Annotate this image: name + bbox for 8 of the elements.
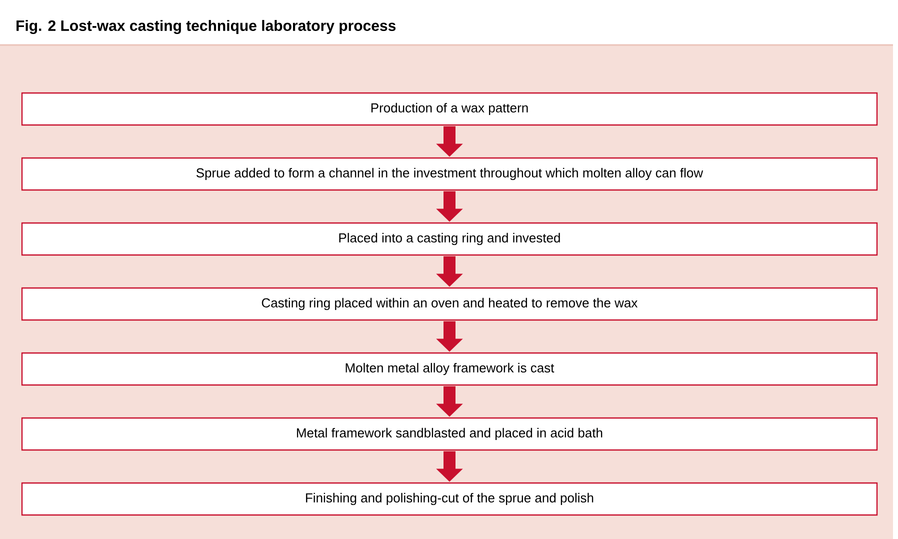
figure-title: Fig. 2 Lost-wax casting technique laboratory process [16, 20, 396, 34]
process-box: Metal framework sandblasted and placed in acid bath [21, 417, 878, 451]
process-box: Finishing and polishing-cut of the sprue and polish [21, 482, 878, 516]
process-box: Sprue added to form a channel in the investment throughout which molten alloy can flow [21, 157, 878, 191]
process-box: Placed into a casting ring and invested [21, 222, 878, 256]
process-box: Production of a wax pattern [21, 92, 878, 126]
process-box: Molten metal alloy framework is cast [21, 352, 878, 386]
process-box: Casting ring placed within an oven and heated to remove the wax [21, 287, 878, 321]
